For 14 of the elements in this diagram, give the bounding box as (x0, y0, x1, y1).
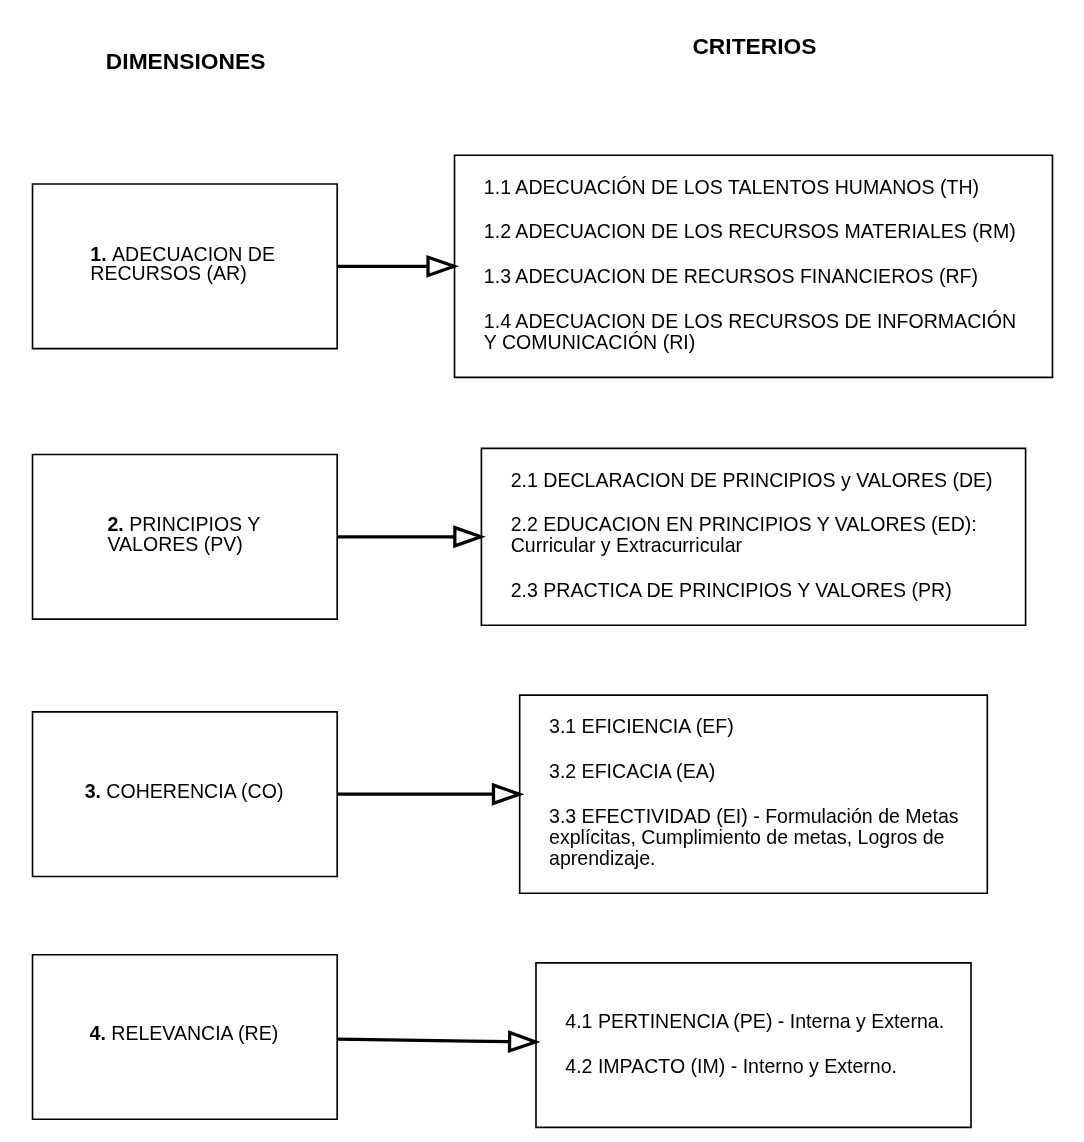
arrow (336, 1030, 541, 1054)
arrow (336, 525, 486, 549)
arrow (336, 782, 524, 806)
label: DIMENSIONES (105, 47, 265, 74)
node-box: 1. ADECUACION DE RECURSOS (AR) (31, 183, 338, 350)
node-box: 3.1 EFICIENCIA (EF) 3.2 EFICACIA (EA) 3.3 EFECTIVIDAD (EI) - Formulación de Metas explícitas, Cumplimiento de metas, Logros de aprendizaje. (518, 694, 988, 895)
node-box: 2. PRINCIPIOS Y VALORES (PV) (31, 453, 338, 620)
arrow (336, 254, 459, 278)
node-box: 1.1 ADECUACIÓN DE LOS TALENTOS HUMANOS (TH) 1.2 ADECUACION DE LOS RECURSOS MATERIALES (RM) 1.3 ADECUACION DE RECURSOS FINANCIEROS (RF) 1.4 ADECUACION DE LOS RECURSOS DE INFORMACIÓN Y COMUNICACIÓN (RI) (453, 154, 1053, 379)
node-box: 4.1 PERTINENCIA (PE) - Interna y Externa. 4.2 IMPACTO (IM) - Interno y Externo. (534, 962, 972, 1129)
node-box: 4. RELEVANCIA (RE) (31, 953, 338, 1121)
label: CRITERIOS (691, 33, 817, 60)
node-box: 3. COHERENCIA (CO) (31, 711, 338, 878)
node-box: 2.1 DECLARACION DE PRINCIPIOS y VALORES (DE) 2.2 EDUCACION EN PRINCIPIOS Y VALORES (ED): Curricular y Extracurricular 2.3 PRACTICA DE PRINCIPIOS Y VALORES (PR) (480, 447, 1026, 627)
